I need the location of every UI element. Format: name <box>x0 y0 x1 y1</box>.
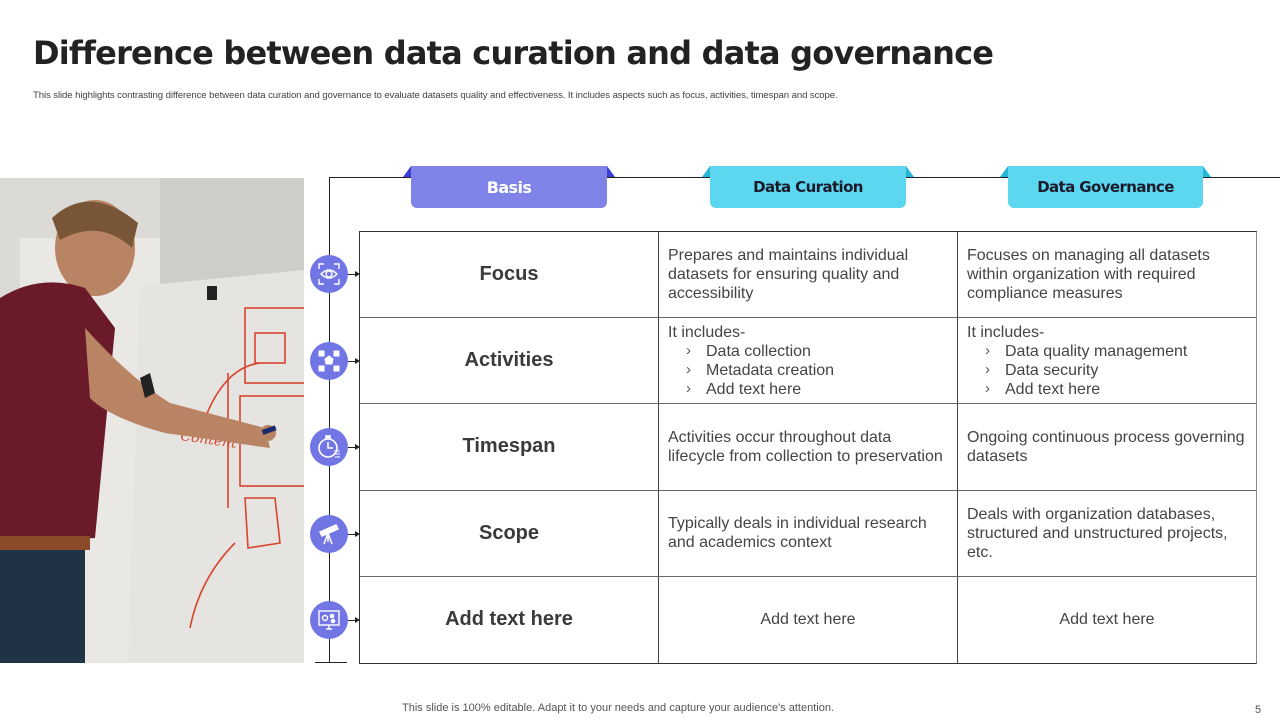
list-item: ›Data security <box>985 360 1099 379</box>
arrow-icon <box>348 444 360 450</box>
whiteboard-photo: Content <box>0 178 304 663</box>
chevron-right-icon: › <box>985 360 990 378</box>
chevron-right-icon: › <box>985 341 990 359</box>
cell-placeholder-governance: Add text here <box>1059 611 1155 629</box>
cell-activities-curation: It includes- ›Data collection ›Metadata … <box>659 318 958 405</box>
chevron-right-icon: › <box>686 379 691 397</box>
row-label-focus: Focus <box>360 232 659 319</box>
row-label-timespan: Timespan <box>360 404 659 491</box>
list-item: ›Data collection <box>686 341 811 360</box>
row-label-activities: Activities <box>360 318 659 405</box>
page-number: 5 <box>1255 704 1262 716</box>
stopwatch-icon <box>310 428 348 466</box>
row-label-scope: Scope <box>360 490 659 577</box>
list-item: ›Add text here <box>985 379 1101 398</box>
frame-line <box>329 177 330 235</box>
slide-title: Difference between data curation and dat… <box>33 34 994 72</box>
list-item: ›Metadata creation <box>686 360 835 379</box>
network-nodes-icon <box>310 342 348 380</box>
cell-timespan-governance: Ongoing continuous process governing dat… <box>958 404 1256 491</box>
slide-subtitle: This slide highlights contrasting differ… <box>33 90 838 101</box>
arrow-icon <box>348 358 360 364</box>
monitor-settings-icon <box>310 601 348 639</box>
arrow-icon <box>348 531 360 537</box>
cell-focus-curation: Prepares and maintains individual datase… <box>659 232 958 319</box>
header-data-curation: Data Curation <box>702 166 914 208</box>
comparison-table: Focus Prepares and maintains individual … <box>359 231 1257 664</box>
chevron-right-icon: › <box>686 341 691 359</box>
chevron-right-icon: › <box>686 360 691 378</box>
footer-note: This slide is 100% editable. Adapt it to… <box>402 702 834 714</box>
chevron-right-icon: › <box>985 379 990 397</box>
header-basis: Basis <box>403 166 615 208</box>
activities-governance-intro: It includes- <box>967 323 1045 341</box>
cell-focus-governance: Focuses on managing all datasets within … <box>958 232 1256 319</box>
activities-governance-list: ›Data quality management ›Data security … <box>967 342 1247 399</box>
row-label-placeholder: Add text here <box>360 576 659 663</box>
arrow-icon <box>348 617 360 623</box>
arrow-icon <box>348 271 360 277</box>
cell-placeholder-curation: Add text here <box>659 576 958 663</box>
cell-activities-governance: It includes- ›Data quality management ›D… <box>958 318 1256 405</box>
telescope-icon <box>310 515 348 553</box>
list-item: ›Add text here <box>686 379 802 398</box>
list-item: ›Data quality management <box>985 341 1188 360</box>
activities-curation-intro: It includes- <box>668 323 746 341</box>
timeline-base <box>315 662 347 663</box>
eye-focus-icon <box>310 255 348 293</box>
cell-scope-curation: Typically deals in individual research a… <box>659 490 958 577</box>
cell-timespan-curation: Activities occur throughout data lifecyc… <box>659 404 958 491</box>
activities-curation-list: ›Data collection ›Metadata creation ›Add… <box>668 342 948 399</box>
cell-scope-governance: Deals with organization databases, struc… <box>958 491 1256 577</box>
header-data-governance: Data Governance <box>1000 166 1211 208</box>
